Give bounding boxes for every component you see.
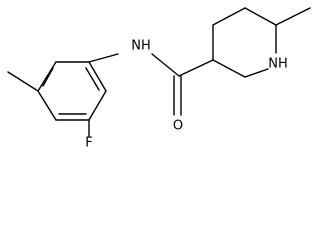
ring-nh-label: NH — [268, 57, 288, 72]
bond-aryl-methyl — [7, 71, 39, 92]
bond-pip-n-c2 — [244, 68, 269, 78]
fluorophenyl-ring — [37, 61, 107, 121]
bond-ring-inner-2 — [42, 67, 54, 87]
carbonyl-oxygen-label: O — [173, 119, 183, 134]
bond-carbonyl-ring — [178, 59, 214, 77]
bond-ring-inner-1 — [85, 67, 100, 91]
bond-pip-c4-c5 — [212, 7, 246, 26]
bond-pip-c2-c3 — [212, 59, 246, 78]
bond-ring-c4-c5 — [37, 90, 57, 121]
bond-ring-c3-c4 — [37, 61, 57, 92]
piperidine-ring — [212, 7, 277, 78]
bond-pip-c5-c6 — [244, 7, 277, 26]
bond-ring-c6-c1 — [88, 90, 107, 121]
amide-nh-label: NH — [131, 39, 151, 54]
bond-aryl-nh — [88, 53, 119, 63]
structure-diagram: F NH O NH — [7, 7, 311, 151]
fluorine-label: F — [85, 136, 92, 151]
bond-ring-c1-c2 — [88, 61, 107, 92]
bond-ring-methyl — [275, 7, 311, 26]
bond-nh-carbonyl — [151, 53, 180, 77]
